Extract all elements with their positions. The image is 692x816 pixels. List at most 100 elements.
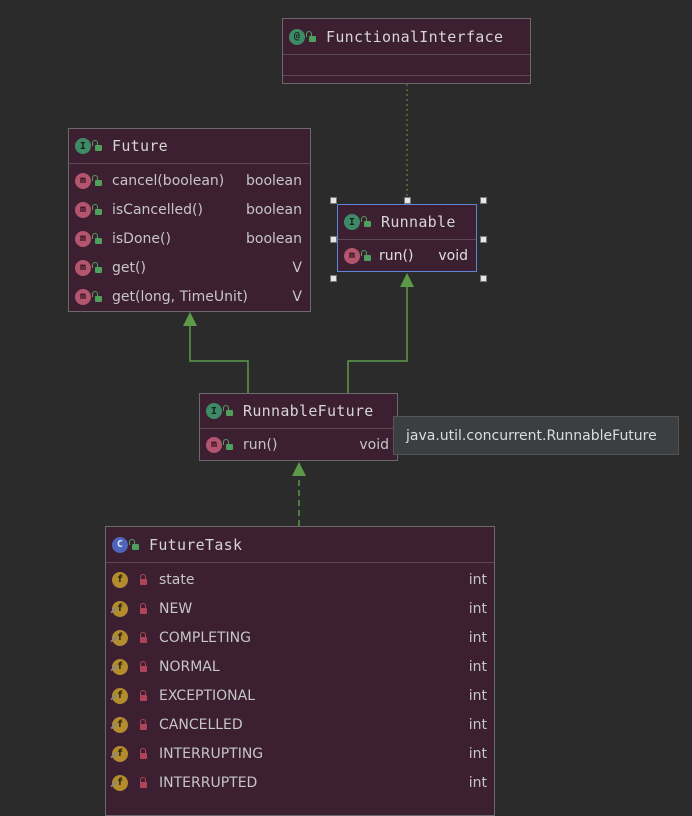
field-type: int bbox=[468, 774, 487, 791]
field-name: EXCEPTIONAL bbox=[159, 687, 256, 704]
static-field-icon: f bbox=[112, 687, 128, 704]
static-field-icon: f bbox=[112, 774, 128, 791]
method-row[interactable]: m isDone() boolean bbox=[69, 224, 310, 253]
field-row[interactable]: f CANCELLED int bbox=[106, 710, 494, 739]
field-row[interactable]: f COMPLETING int bbox=[106, 623, 494, 652]
private-visibility-icon bbox=[140, 776, 147, 788]
field-icon: f bbox=[112, 571, 128, 588]
node-body-empty bbox=[283, 55, 530, 76]
method-icon: m bbox=[75, 259, 91, 276]
node-title: Runnable bbox=[381, 213, 456, 231]
method-icon: m bbox=[75, 288, 91, 305]
node-header: I Future bbox=[69, 129, 310, 164]
field-type: int bbox=[468, 629, 487, 646]
field-type: int bbox=[468, 600, 487, 617]
field-name: INTERRUPTING bbox=[159, 745, 264, 762]
public-visibility-icon bbox=[92, 174, 102, 186]
public-visibility-icon bbox=[129, 538, 139, 550]
method-type: V bbox=[292, 288, 302, 305]
node-functional-interface[interactable]: @ FunctionalInterface bbox=[282, 18, 531, 84]
private-visibility-icon bbox=[140, 718, 147, 730]
public-visibility-icon bbox=[361, 216, 371, 227]
resize-handle-se[interactable] bbox=[480, 275, 487, 282]
node-header: I RunnableFuture bbox=[200, 394, 397, 429]
node-header: I Runnable bbox=[338, 205, 476, 240]
method-icon: m bbox=[344, 247, 360, 264]
static-field-icon: f bbox=[112, 716, 128, 733]
public-visibility-icon bbox=[223, 438, 233, 450]
tooltip-text: java.util.concurrent.RunnableFuture bbox=[406, 427, 657, 444]
resize-handle-ne[interactable] bbox=[480, 197, 487, 204]
field-type: int bbox=[468, 571, 487, 588]
resize-handle-n[interactable] bbox=[404, 197, 411, 204]
method-row[interactable]: m run() void bbox=[338, 240, 476, 271]
method-list: m cancel(boolean) boolean m isCancelled(… bbox=[69, 164, 310, 311]
field-row[interactable]: f NEW int bbox=[106, 594, 494, 623]
method-name: run() bbox=[243, 436, 278, 453]
private-visibility-icon bbox=[140, 747, 147, 759]
method-icon: m bbox=[206, 436, 222, 453]
private-visibility-icon bbox=[140, 689, 147, 701]
resize-handle-w[interactable] bbox=[330, 236, 337, 243]
method-row[interactable]: m isCancelled() boolean bbox=[69, 195, 310, 224]
field-row[interactable]: f INTERRUPTED int bbox=[106, 768, 494, 797]
interface-icon: I bbox=[206, 403, 222, 419]
field-type: int bbox=[468, 687, 487, 704]
method-icon: m bbox=[75, 172, 91, 189]
annotation-icon: @ bbox=[289, 28, 305, 45]
field-row[interactable]: f state int bbox=[106, 565, 494, 594]
method-name: run() bbox=[379, 247, 414, 264]
method-row[interactable]: m get(long, TimeUnit) V bbox=[69, 282, 310, 311]
field-name: COMPLETING bbox=[159, 629, 251, 646]
method-row[interactable]: m run() void bbox=[200, 429, 397, 460]
method-type: void bbox=[359, 436, 389, 453]
public-visibility-icon bbox=[306, 30, 316, 42]
method-name: get(long, TimeUnit) bbox=[112, 288, 248, 305]
method-icon: m bbox=[75, 230, 91, 247]
static-field-icon: f bbox=[112, 745, 128, 762]
public-visibility-icon bbox=[361, 249, 371, 261]
method-name: get() bbox=[112, 259, 146, 276]
resize-handle-nw[interactable] bbox=[330, 197, 337, 204]
method-type: V bbox=[292, 259, 302, 276]
private-visibility-icon bbox=[140, 660, 147, 672]
method-icon: m bbox=[75, 201, 91, 218]
extends-edge-runnable[interactable] bbox=[347, 287, 408, 393]
private-visibility-icon bbox=[140, 602, 147, 614]
field-list: f state int f NEW int f COMPLETING int f… bbox=[106, 563, 494, 797]
node-future-task[interactable]: C FutureTask f state int f NEW int f COM… bbox=[105, 526, 495, 816]
node-title: Future bbox=[112, 137, 168, 155]
method-row[interactable]: m get() V bbox=[69, 253, 310, 282]
tooltip: java.util.concurrent.RunnableFuture bbox=[393, 416, 679, 455]
resize-handle-e[interactable] bbox=[480, 236, 487, 243]
method-name: isCancelled() bbox=[112, 201, 203, 218]
node-title: FunctionalInterface bbox=[326, 27, 504, 46]
node-title: FutureTask bbox=[149, 535, 243, 554]
field-name: NORMAL bbox=[159, 658, 220, 675]
field-name: NEW bbox=[159, 600, 193, 617]
public-visibility-icon bbox=[92, 203, 102, 215]
field-row[interactable]: f EXCEPTIONAL int bbox=[106, 681, 494, 710]
public-visibility-icon bbox=[92, 290, 102, 302]
field-name: CANCELLED bbox=[159, 716, 243, 733]
node-header: C FutureTask bbox=[106, 527, 494, 563]
extends-edge-future[interactable] bbox=[189, 326, 249, 393]
class-icon: C bbox=[112, 536, 128, 553]
method-name: cancel(boolean) bbox=[112, 172, 225, 189]
interface-icon: I bbox=[344, 214, 360, 230]
resize-handle-sw[interactable] bbox=[330, 275, 337, 282]
field-type: int bbox=[468, 745, 487, 762]
public-visibility-icon bbox=[92, 261, 102, 273]
field-row[interactable]: f NORMAL int bbox=[106, 652, 494, 681]
method-row[interactable]: m cancel(boolean) boolean bbox=[69, 166, 310, 195]
field-row[interactable]: f INTERRUPTING int bbox=[106, 739, 494, 768]
node-runnable-future[interactable]: I RunnableFuture m run() void bbox=[199, 393, 398, 461]
method-name: isDone() bbox=[112, 230, 171, 247]
public-visibility-icon bbox=[92, 140, 102, 151]
field-type: int bbox=[468, 716, 487, 733]
extends-arrow-future bbox=[183, 312, 197, 326]
static-field-icon: f bbox=[112, 600, 128, 617]
node-title: RunnableFuture bbox=[243, 402, 374, 420]
node-runnable[interactable]: I Runnable m run() void bbox=[337, 204, 477, 272]
node-future[interactable]: I Future m cancel(boolean) boolean m isC… bbox=[68, 128, 311, 312]
